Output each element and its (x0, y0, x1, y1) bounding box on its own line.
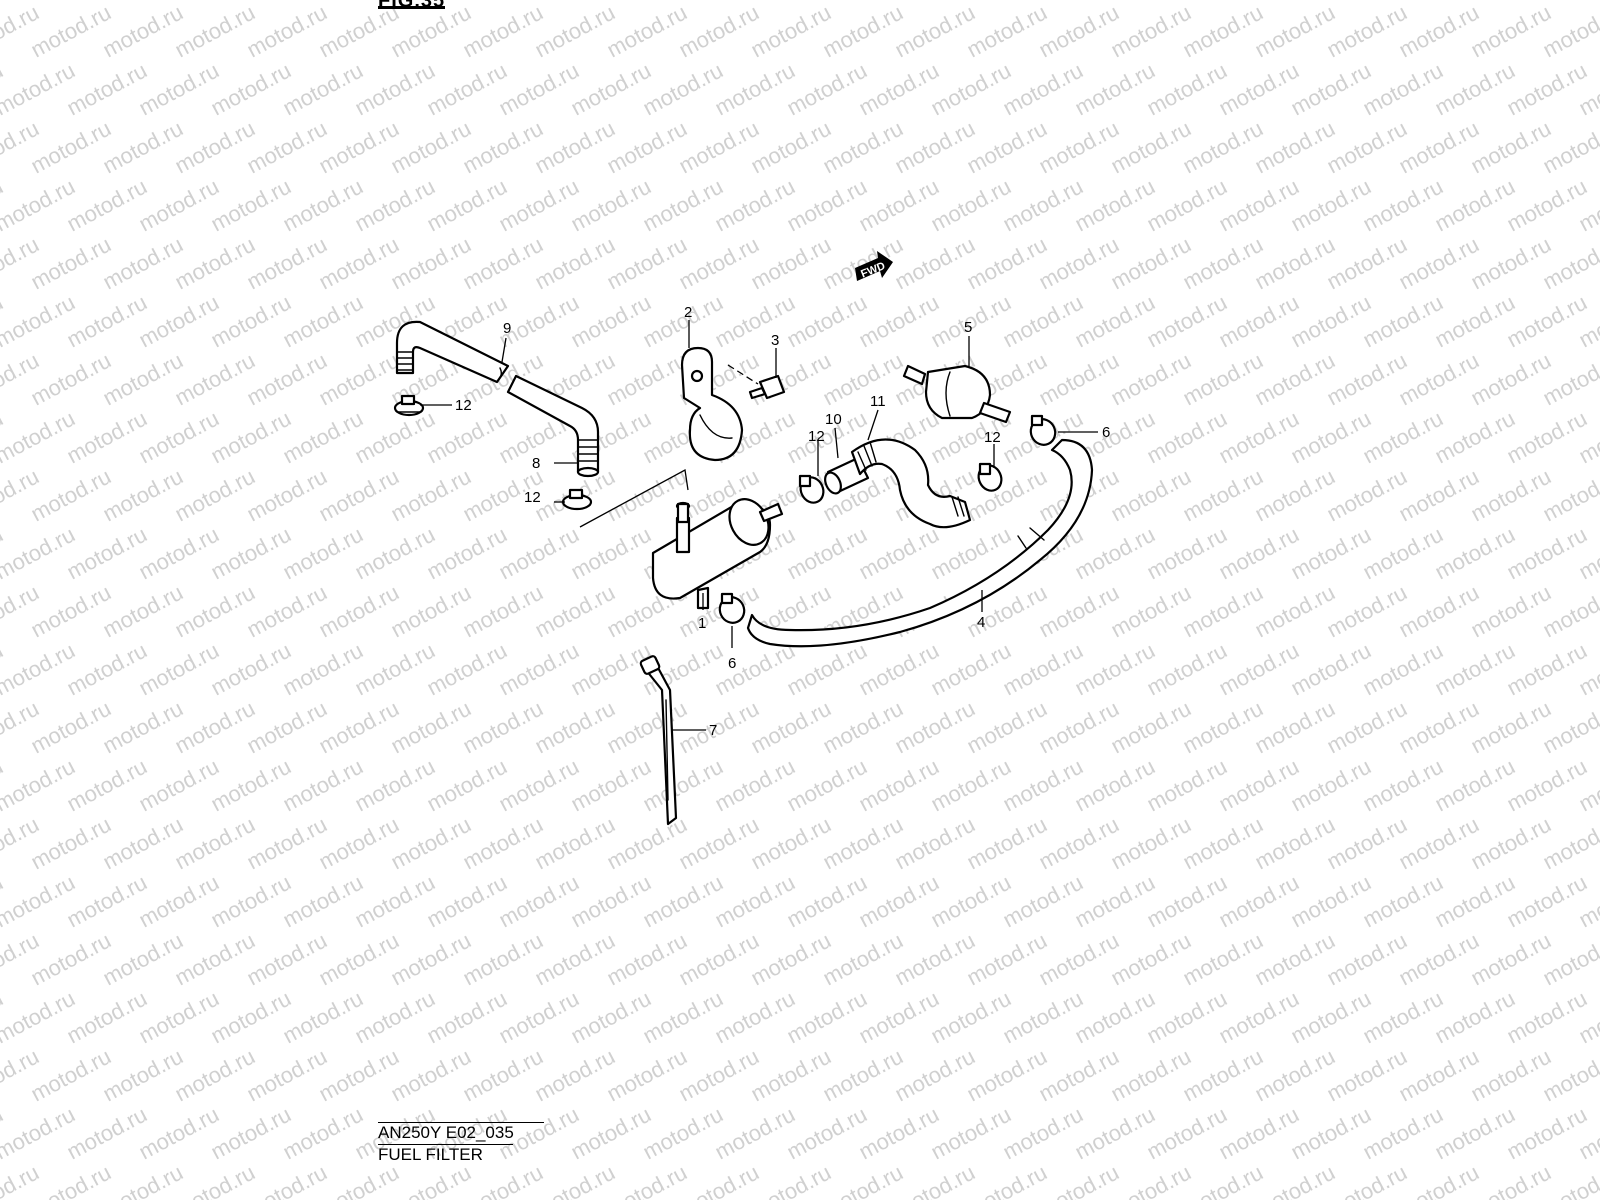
part-8-hose (506, 374, 600, 478)
callout-9: 9 (503, 320, 511, 337)
callout-6a: 6 (1102, 424, 1110, 441)
part-1-fuel-filter (651, 498, 784, 610)
callout-8: 8 (532, 455, 540, 472)
part-6-clamp-b (718, 592, 746, 624)
callout-5: 5 (964, 319, 972, 336)
part-12-clamp-b (561, 488, 593, 511)
section-title: FUEL FILTER (378, 1144, 513, 1165)
hose-route-line (579, 468, 689, 528)
part-4-hose (746, 438, 1094, 648)
part-6-clamp-a (1029, 414, 1057, 446)
callout-11: 11 (870, 393, 886, 410)
part-7-cable-tie (639, 655, 678, 826)
callout-4: 4 (977, 614, 985, 631)
model-code: AN250Y E02_035 (378, 1122, 544, 1143)
callout-7: 7 (709, 722, 717, 739)
callout-12c: 12 (808, 428, 825, 445)
callout-12b: 12 (524, 489, 541, 506)
fwd-label: FWD (859, 260, 887, 281)
callout-12d: 12 (984, 429, 1001, 446)
callout-3: 3 (771, 332, 779, 349)
callout-1: 1 (698, 615, 706, 632)
part-9-hose (395, 320, 510, 384)
callout-10: 10 (825, 411, 842, 428)
part-12-clamp-a (393, 394, 425, 417)
callout-12a: 12 (455, 397, 472, 414)
part-3-bolt (727, 364, 786, 400)
part-11-hose (850, 438, 972, 529)
part-12-clamp-c (798, 474, 825, 504)
part-5-inline-filter (902, 364, 1012, 424)
figure-label: FIG.35 (378, 0, 446, 9)
part-2-bracket (680, 346, 744, 462)
callout-6b: 6 (728, 655, 736, 672)
callout-2: 2 (684, 304, 692, 321)
fwd-arrow-icon: FWD (855, 251, 893, 281)
part-12-clamp-d (977, 462, 1003, 492)
callout-leaders (420, 320, 1098, 731)
